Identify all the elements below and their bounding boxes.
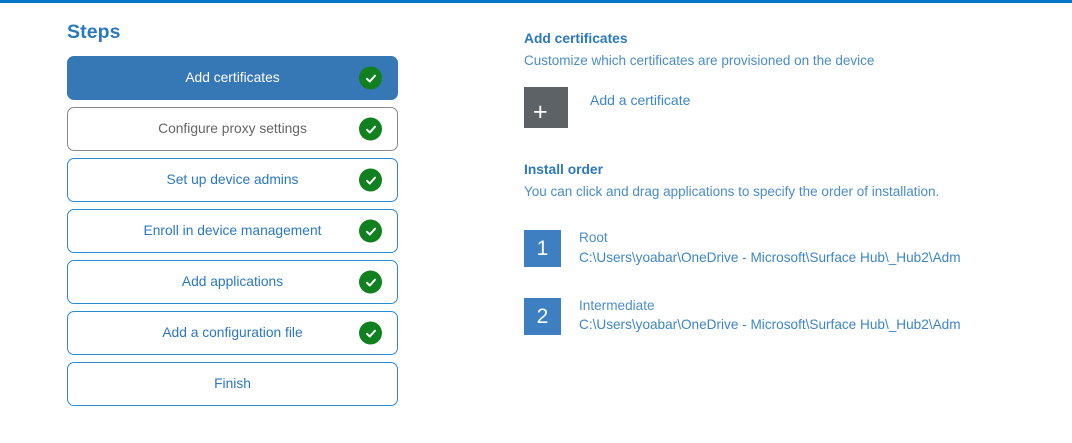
install-order-section: Install order You can click and drag app… xyxy=(524,162,1044,335)
order-number-badge: 2 xyxy=(524,297,561,335)
plus-glyph: + xyxy=(533,98,548,127)
step-label: Add certificates xyxy=(185,70,280,86)
add-certificate-row[interactable]: + Add a certificate xyxy=(524,87,1044,129)
step-label: Configure proxy settings xyxy=(158,121,307,137)
certificate-name: Root xyxy=(579,230,608,246)
steps-title: Steps xyxy=(67,21,121,43)
step-label: Finish xyxy=(214,376,251,392)
step-button-enroll-in-device-management[interactable]: Enroll in device management xyxy=(67,209,398,253)
step-label: Set up device admins xyxy=(166,172,299,188)
step-button-set-up-device-admins[interactable]: Set up device admins xyxy=(67,158,398,202)
check-icon xyxy=(359,117,382,141)
add-certificate-label[interactable]: Add a certificate xyxy=(590,92,691,109)
step-label: Add applications xyxy=(181,274,284,290)
step-button-add-certificates[interactable]: Add certificates xyxy=(67,56,398,100)
detail-panel: Add certificates Customize which certifi… xyxy=(524,31,1044,335)
certificate-name: Intermediate xyxy=(579,297,655,313)
install-order-subheading: You can click and drag applications to s… xyxy=(524,183,940,199)
order-number-badge: 1 xyxy=(524,230,561,268)
step-label: Enroll in device management xyxy=(143,223,322,239)
step-button-add-applications[interactable]: Add applications xyxy=(67,260,398,304)
check-icon xyxy=(359,168,382,192)
step-button-finish[interactable]: Finish xyxy=(67,362,398,406)
step-button-add-a-configuration-file[interactable]: Add a configuration file xyxy=(67,311,398,355)
add-certificates-subheading: Customize which certificates are provisi… xyxy=(524,52,875,68)
check-icon xyxy=(359,66,382,90)
check-icon xyxy=(359,270,382,294)
add-certificates-heading: Add certificates xyxy=(524,31,628,46)
certificate-path: C:\Users\yoabar\OneDrive - Microsoft\Sur… xyxy=(579,249,961,265)
step-button-configure-proxy-settings[interactable]: Configure proxy settings xyxy=(67,107,398,151)
check-icon xyxy=(359,321,382,345)
plus-icon[interactable]: + xyxy=(524,87,568,129)
certificate-path: C:\Users\yoabar\OneDrive - Microsoft\Sur… xyxy=(579,317,961,333)
check-icon xyxy=(359,219,382,243)
install-order-heading: Install order xyxy=(524,162,603,178)
top-accent-bar xyxy=(0,0,1072,3)
step-label: Add a configuration file xyxy=(162,325,303,341)
